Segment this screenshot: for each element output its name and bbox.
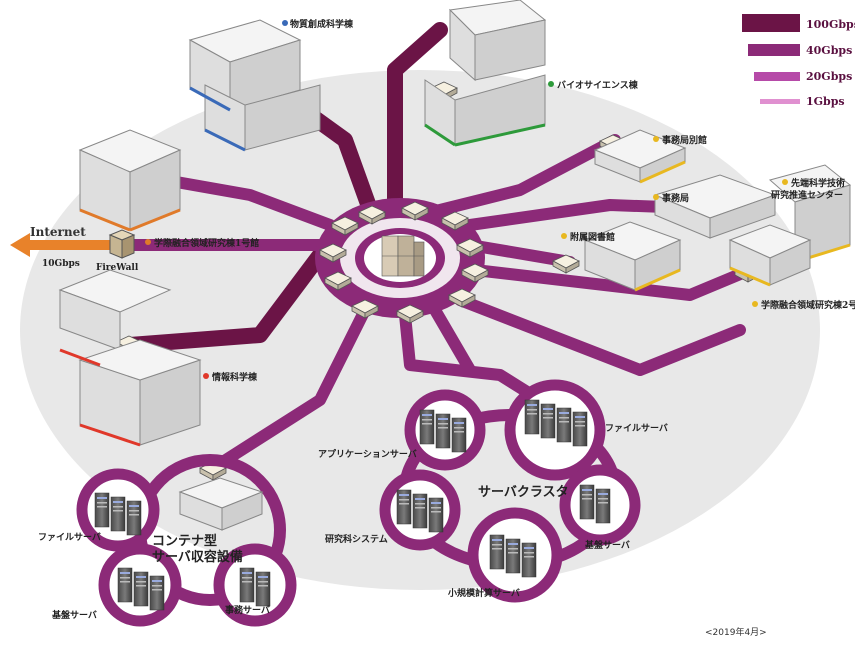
legend-100g: 100Gbps <box>806 18 855 31</box>
cluster-app-server: アプリケーションサーバ <box>318 448 417 460</box>
building-busshitsu <box>188 19 321 152</box>
cluster-base-server: 基盤サーバ <box>584 539 630 551</box>
link-jimukyoku-bekkan <box>434 134 621 216</box>
firewall-label: FireWall <box>96 263 139 273</box>
link-cluster <box>399 309 546 406</box>
network-links <box>20 22 756 476</box>
cluster-research-system: 研究科システム <box>325 533 388 545</box>
cluster-small-compute: 小規模計算サーバ <box>447 587 520 599</box>
link-joho <box>122 247 328 353</box>
building-library <box>583 221 682 292</box>
label-jimukyoku: 事務局 <box>662 192 689 204</box>
building-labels: 物質創成科学棟 バイオサイエンス棟 事務局別館 事務局 先端科学技術 研究推進セ… <box>145 18 855 383</box>
label-bio: バイオサイエンス棟 <box>557 79 639 91</box>
link-ifrc1 <box>159 174 336 231</box>
core-switch-icon <box>381 235 425 277</box>
link-library <box>464 239 576 268</box>
link-bio <box>387 22 448 218</box>
building-gakusai2 <box>728 224 812 287</box>
internet-speed: 10Gbps <box>42 259 80 269</box>
link-misc <box>429 304 476 376</box>
server-cluster <box>379 379 641 603</box>
container-facility <box>76 454 297 627</box>
link-gakusai2 <box>469 264 756 301</box>
container-office-server: 事務サーバ <box>225 604 270 616</box>
building-bio <box>424 0 547 147</box>
building-ifrc1 <box>78 129 182 232</box>
legend: 100Gbps 40Gbps 20Gbps 1Gbps <box>742 14 855 108</box>
building-jimukyoku-bekkan <box>593 129 687 184</box>
label-joho: 情報科学棟 <box>211 371 258 383</box>
legend-40g: 40Gbps <box>806 44 852 57</box>
date-label: <2019年4月> <box>705 626 767 638</box>
legend-20g: 20Gbps <box>806 70 852 83</box>
container-box <box>178 477 264 531</box>
cluster-file-server: ファイルサーバ <box>605 423 668 434</box>
internet-label: Internet <box>30 225 86 239</box>
label-busshitsu: 物質創成科学棟 <box>290 18 354 30</box>
link-container <box>204 304 371 476</box>
building-jimukyoku <box>653 164 852 264</box>
link-outer1 <box>454 294 746 376</box>
label-gakusai1: 学際融合領域研究棟1号館 <box>154 237 259 249</box>
label-jimukyoku-bekkan: 事務局別館 <box>662 134 707 146</box>
cluster-title: サーバクラスタ <box>478 485 569 500</box>
label-library: 附属図書館 <box>570 231 615 243</box>
container-title-1: コンテナ型 <box>152 533 217 549</box>
container-base-server: 基盤サーバ <box>51 609 97 621</box>
label-gakusai2: 学際融合領域研究棟2号館 <box>761 299 855 311</box>
firewall-icon <box>108 229 136 259</box>
container-title-2: サーバ収容設備 <box>152 549 243 565</box>
container-file-server: ファイルサーバ <box>38 532 101 543</box>
internet-arrow-head <box>10 233 30 257</box>
buildings <box>58 0 852 447</box>
building-joho <box>58 269 202 447</box>
label-sentan2: 研究推進センター <box>771 189 843 201</box>
legend-1g: 1Gbps <box>806 95 845 108</box>
label-sentan: 先端科学技術 <box>791 177 845 189</box>
